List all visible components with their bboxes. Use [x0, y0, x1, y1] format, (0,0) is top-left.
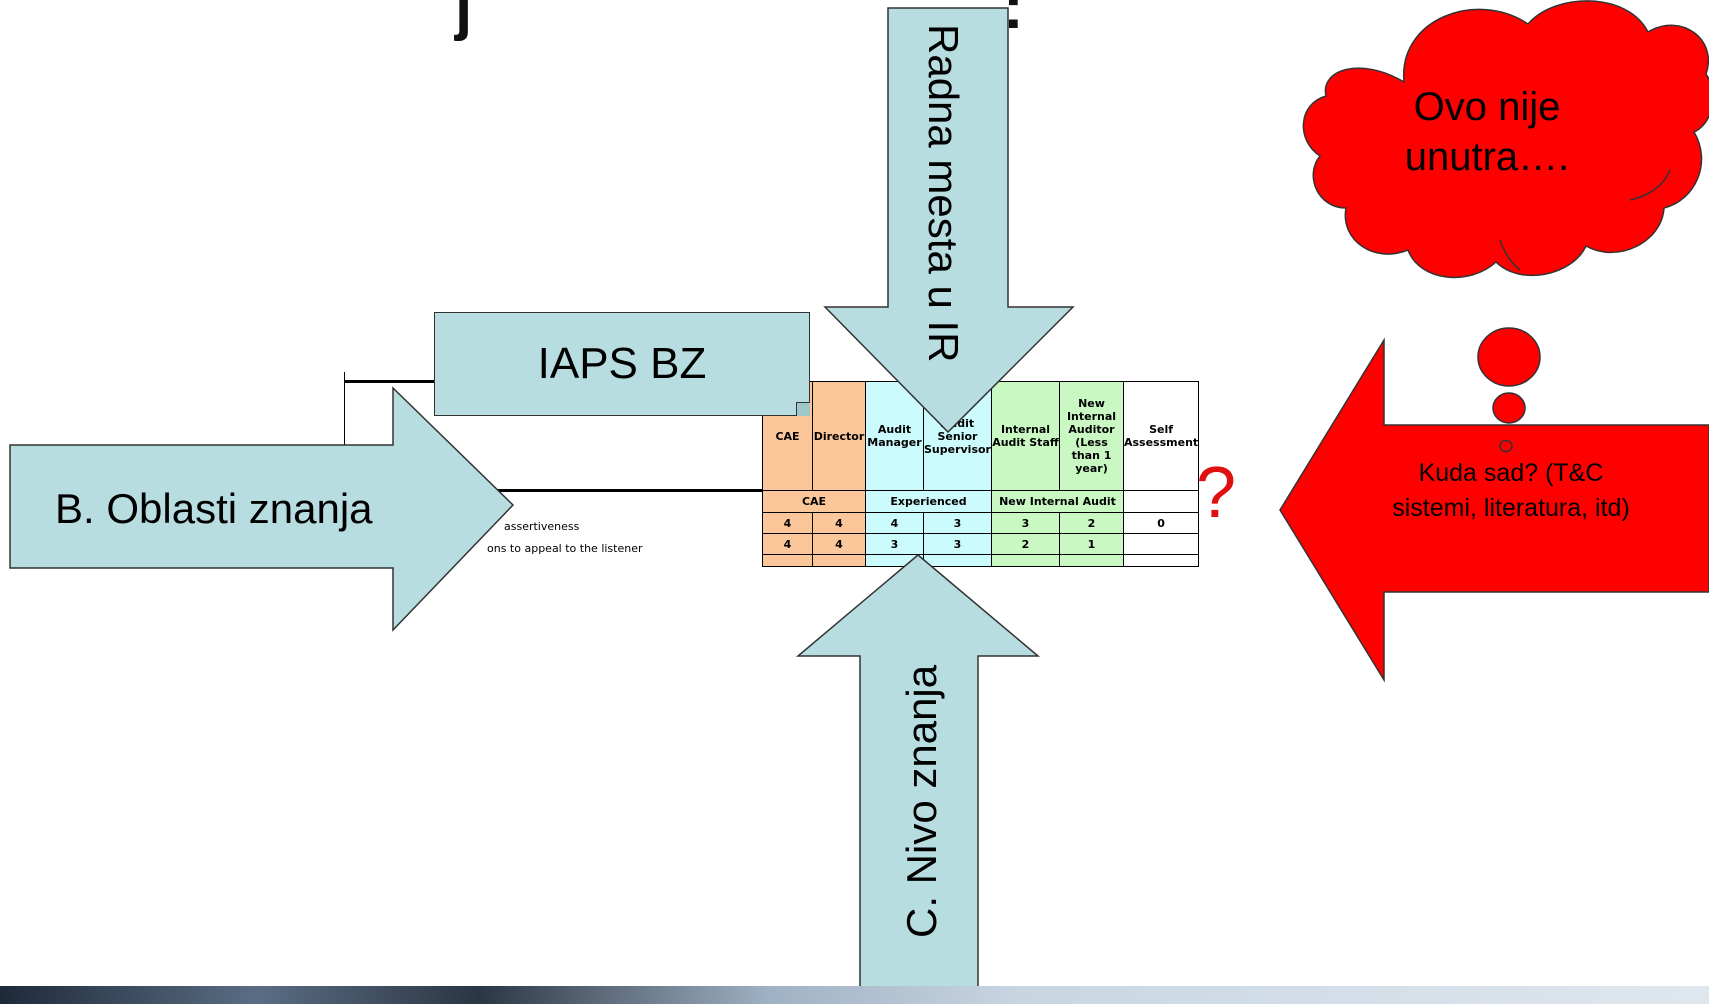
header-new-internal-auditor: New Internal Auditor (Less than 1 year) — [1058, 381, 1124, 491]
cloud-label: Ovo nije unutra…. — [1404, 85, 1570, 179]
bottom-image-strip — [0, 986, 1709, 1004]
cell-r3-self — [1122, 554, 1200, 567]
group-self — [1122, 490, 1200, 513]
note-folded-corner — [796, 402, 810, 416]
down-arrow — [823, 7, 1075, 434]
cell-r1-staff: 3 — [990, 512, 1060, 534]
cell-r3-cae — [762, 554, 813, 567]
cloud-inner-curve-2 — [1499, 239, 1521, 271]
sheet-left-border — [344, 372, 345, 490]
kuda-label: Kuda sad? (T&C sistemi, literatura, itd) — [1392, 459, 1630, 522]
title-fragment-left: j — [455, 0, 473, 42]
group-experienced: Experienced — [865, 490, 992, 513]
cell-r1-cae: 4 — [762, 512, 813, 534]
cloud-inner-curve — [1629, 169, 1671, 201]
cell-r3-staff — [990, 554, 1060, 567]
group-cae: CAE — [762, 490, 866, 513]
cell-r1-self: 0 — [1122, 512, 1200, 534]
header-director: Director — [812, 381, 866, 491]
iaps-note — [434, 312, 810, 416]
cell-r3-director — [812, 554, 866, 567]
row-label-assertiveness: assertiveness — [504, 520, 580, 533]
thought-bubble-small — [1499, 439, 1513, 453]
iaps-note-label: IAPS BZ — [537, 339, 707, 388]
cell-r3-senior-supervisor — [923, 554, 992, 567]
question-mark: ? — [1196, 453, 1237, 533]
cell-r2-senior-supervisor: 3 — [923, 533, 992, 555]
cell-r1-audit-manager: 4 — [865, 512, 924, 534]
cell-r1-new-auditor: 2 — [1058, 512, 1124, 534]
thought-bubble-large — [1477, 327, 1541, 387]
cell-r2-self — [1122, 533, 1200, 555]
up-arrow — [795, 554, 1041, 1004]
oblasti-label: B. Oblasti znanja — [55, 485, 373, 532]
row-label-appeal: ons to appeal to the listener — [487, 542, 643, 555]
radna-mesta-label: Radna mesta u IR — [920, 24, 967, 363]
header-internal-audit-staff: Internal Audit Staff — [990, 381, 1060, 491]
right-arrow — [9, 386, 515, 632]
sheet-header-rule — [490, 489, 762, 492]
competency-table: CAE Director Audit Manager Audit Senior … — [762, 381, 1200, 567]
cell-r1-senior-supervisor: 3 — [923, 512, 992, 534]
cell-r2-audit-manager: 3 — [865, 533, 924, 555]
thought-cloud — [1302, 0, 1709, 279]
cell-r3-new-auditor — [1058, 554, 1124, 567]
group-new-internal-audit: New Internal Audit — [990, 490, 1124, 513]
thought-bubble-medium — [1492, 392, 1526, 424]
red-left-arrow — [1279, 337, 1709, 683]
cell-r2-director: 4 — [812, 533, 866, 555]
nivo-label: C. Nivo znanja — [898, 664, 945, 938]
header-audit-manager: Audit Manager — [865, 381, 924, 491]
header-self-assessment: Self Assessment — [1122, 381, 1200, 491]
